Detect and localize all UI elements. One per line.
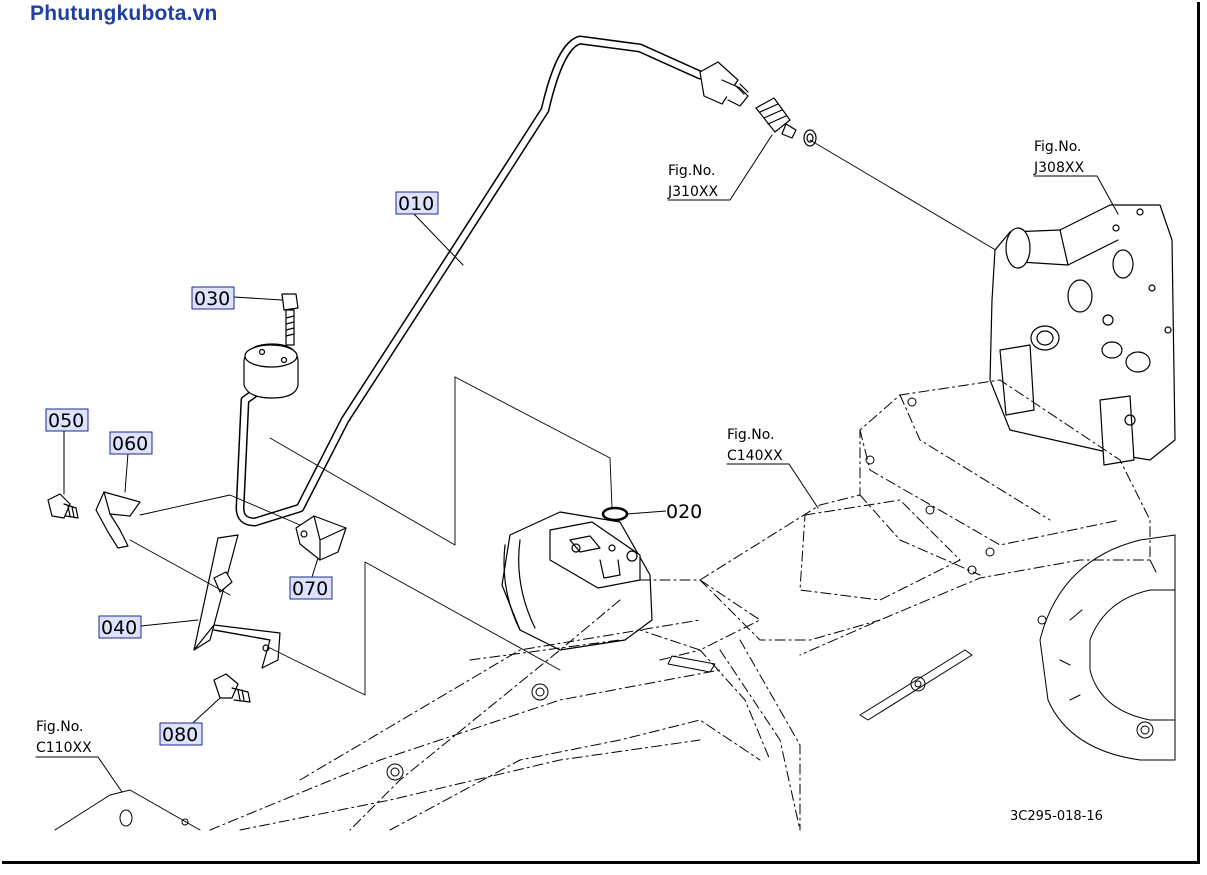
o-ring-020[interactable] [601, 506, 629, 522]
svg-text:C140XX: C140XX [727, 448, 783, 464]
part-label-070[interactable]: 070 [289, 576, 333, 600]
svg-text:080: 080 [162, 724, 198, 746]
svg-text:060: 060 [112, 433, 148, 455]
svg-text:J310XX: J310XX [667, 184, 718, 200]
svg-text:070: 070 [292, 578, 328, 600]
svg-text:Fig.No.: Fig.No. [668, 163, 716, 179]
part-label-030[interactable]: 030 [191, 286, 235, 310]
part-label-080[interactable]: 080 [159, 722, 203, 746]
part-label-020[interactable]: 020 [666, 500, 708, 523]
part-label-040[interactable]: 040 [98, 615, 142, 639]
fig-ref-c110xx[interactable]: Fig.No. C110XX [36, 719, 92, 756]
part-label-060[interactable]: 060 [109, 431, 153, 455]
nut-070[interactable] [295, 515, 347, 561]
lower-housing [54, 789, 201, 831]
bolt-030[interactable] [281, 293, 299, 346]
bolt-050[interactable] [47, 493, 79, 519]
bracket-040[interactable] [193, 534, 281, 669]
part-label-010[interactable]: 010 [395, 191, 439, 215]
drawing-frame [2, 2, 1200, 864]
bolt-080[interactable] [213, 673, 251, 703]
svg-text:Fig.No.: Fig.No. [36, 719, 84, 735]
part-label-050[interactable]: 050 [45, 408, 89, 432]
pipe-010[interactable] [235, 35, 749, 527]
hydraulic-block [989, 204, 1176, 466]
svg-text:040: 040 [101, 617, 137, 639]
control-valve-body [501, 511, 653, 651]
drawing-code: 3C295-018-16 [1010, 809, 1103, 824]
svg-text:020: 020 [666, 501, 702, 523]
flywheel-housing [859, 534, 1176, 761]
watermark-text: Phutungkubota.vn [30, 2, 218, 25]
fig-ref-j310xx[interactable]: Fig.No. J310XX [667, 163, 718, 200]
svg-text:C110XX: C110XX [36, 740, 92, 756]
housing-holes [386, 397, 1047, 781]
adapter-fitting[interactable] [755, 97, 817, 147]
svg-text:050: 050 [48, 410, 84, 432]
svg-text:Fig.No.: Fig.No. [1034, 139, 1082, 155]
clamp-060[interactable] [95, 491, 141, 549]
fig-ref-c140xx[interactable]: Fig.No. C140XX [727, 427, 783, 464]
svg-text:Fig.No.: Fig.No. [727, 427, 775, 443]
svg-text:010: 010 [398, 193, 434, 215]
transmission-housing [209, 379, 1151, 831]
fig-ref-j308xx[interactable]: Fig.No. J308XX [1033, 139, 1084, 176]
svg-text:030: 030 [194, 288, 230, 310]
svg-text:J308XX: J308XX [1033, 160, 1084, 176]
leader-lines [35, 134, 1119, 793]
